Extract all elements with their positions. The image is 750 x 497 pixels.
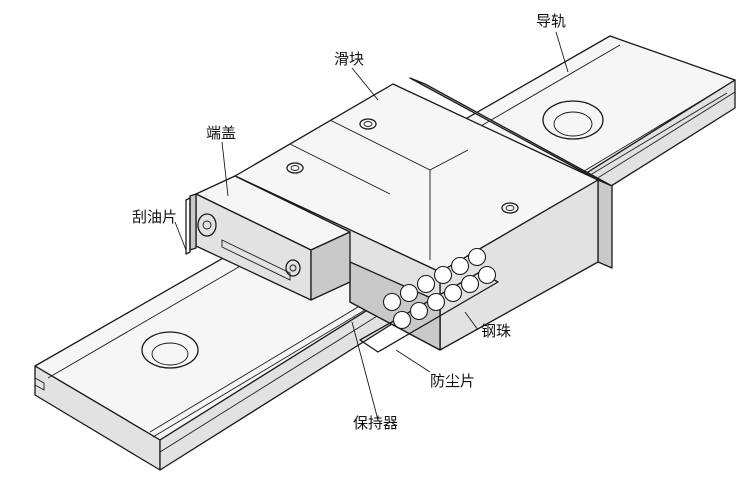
- steel-ball: [467, 247, 487, 267]
- steel-ball: [399, 283, 419, 303]
- label-steel-ball: 钢珠: [481, 322, 511, 340]
- rail-hole-back: [542, 100, 604, 140]
- steel-ball: [409, 301, 429, 321]
- steel-ball: [450, 256, 470, 276]
- label-retainer: 保持器: [353, 414, 398, 432]
- label-rail: 导轨: [536, 12, 566, 30]
- label-block: 滑块: [334, 50, 364, 68]
- wiper: [185, 193, 197, 255]
- label-dust-strip: 防尘片: [430, 372, 475, 390]
- screw-icon: [359, 118, 377, 130]
- steel-ball: [460, 274, 480, 294]
- rail-hole-front: [141, 331, 199, 369]
- leader-lines: [174, 31, 569, 421]
- steel-ball: [433, 265, 453, 285]
- steel-ball: [443, 283, 463, 303]
- steel-ball: [392, 310, 412, 330]
- end-cap: [195, 175, 351, 301]
- screw-icon: [501, 202, 519, 214]
- screw-icon: [286, 162, 304, 174]
- steel-ball: [382, 292, 402, 312]
- steel-ball: [477, 265, 497, 285]
- steel-ball: [416, 274, 436, 294]
- slider-block: [234, 77, 613, 351]
- steel-balls: [382, 247, 497, 330]
- steel-ball: [426, 292, 446, 312]
- label-wiper: 刮油片: [132, 208, 177, 226]
- label-end-cap: 端盖: [206, 124, 236, 142]
